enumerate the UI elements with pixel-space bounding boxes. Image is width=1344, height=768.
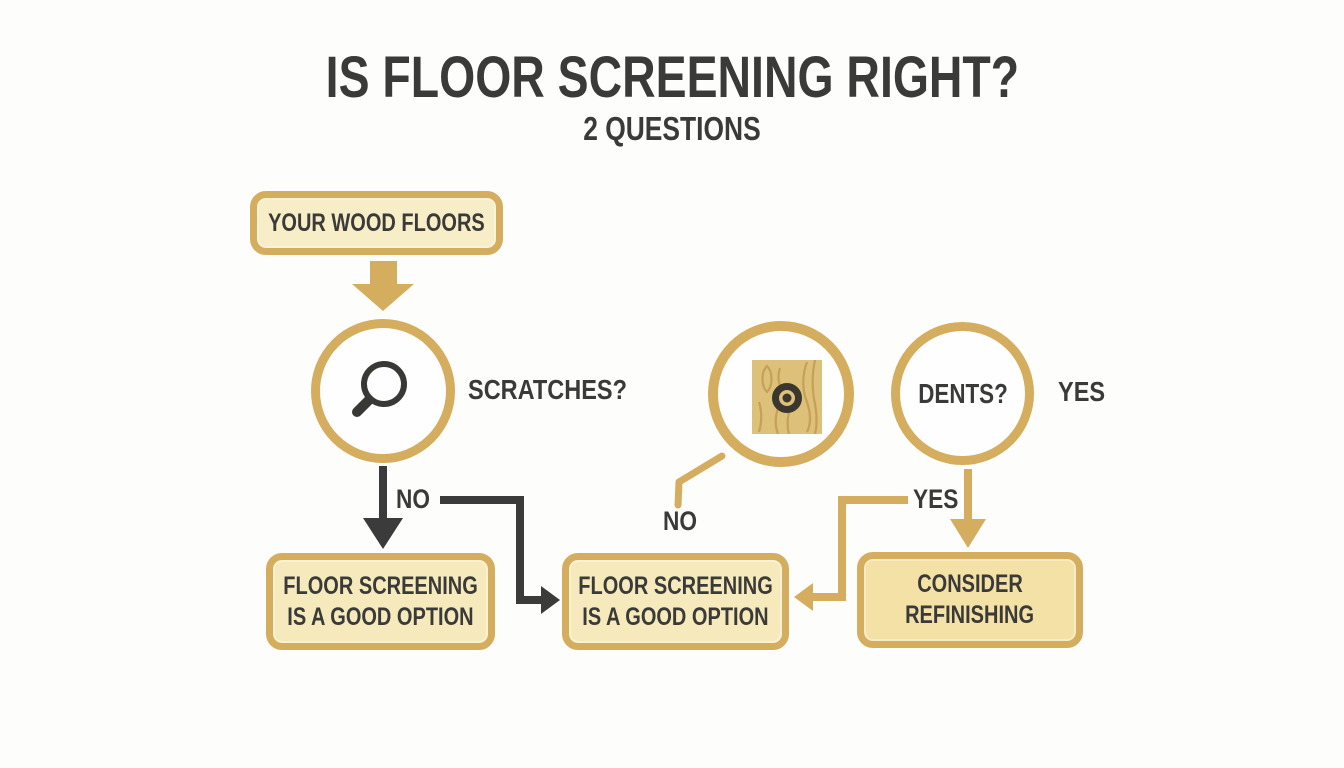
dents-yes-label: YES (913, 484, 959, 514)
node-scratches-circle (311, 319, 455, 463)
node-floor-screening-option-1: FLOOR SCREENING IS A GOOD OPTION (266, 553, 495, 650)
scratches-question-label: SCRATCHES? (468, 374, 627, 405)
outcome1-line2: IS A GOOD OPTION (287, 602, 474, 631)
node-floor-screening-option-2: FLOOR SCREENING IS A GOOD OPTION (562, 553, 789, 650)
outcome3-line2: REFINISHING (905, 601, 1035, 629)
outcome3-line1: CONSIDER (917, 570, 1023, 598)
connector-wood-no-icon (674, 452, 726, 509)
page-subtitle: 2 QUESTIONS (0, 110, 1344, 148)
dents-side-yes-label: YES (1058, 376, 1106, 407)
page-subtitle-text: 2 QUESTIONS (583, 110, 761, 147)
arrow-start-to-scratches-icon (352, 261, 414, 311)
node-consider-refinishing: CONSIDER REFINISHING (857, 552, 1083, 648)
outcome1-line1: FLOOR SCREENING (283, 571, 478, 600)
start-box-label: YOUR WOOD FLOORS (268, 208, 485, 237)
outcome2-line2: IS A GOOD OPTION (582, 602, 769, 631)
node-your-wood-floors: YOUR WOOD FLOORS (250, 191, 503, 255)
magnifier-icon (352, 361, 407, 417)
wood-grain-icon (752, 360, 822, 434)
node-dents-circle: DENTS? (891, 322, 1034, 465)
page-title: IS FLOOR SCREENING RIGHT? (0, 44, 1344, 111)
page-title-text: IS FLOOR SCREENING RIGHT? (325, 45, 1019, 110)
scratches-no-label: NO (396, 484, 431, 514)
wood-no-label: NO (663, 506, 698, 536)
dents-question-label: DENTS? (917, 377, 1008, 409)
outcome2-line1: FLOOR SCREENING (578, 571, 773, 600)
